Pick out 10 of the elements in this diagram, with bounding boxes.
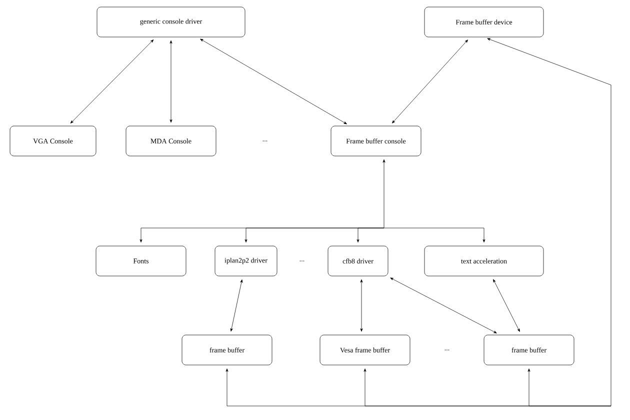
arrow bbox=[70, 40, 154, 124]
arrow bbox=[493, 279, 520, 332]
arrow bbox=[140, 159, 486, 242]
arrow bbox=[200, 38, 347, 124]
arrow bbox=[226, 38, 612, 406]
arrow bbox=[390, 278, 497, 334]
arrow bbox=[170, 40, 172, 123]
arrow bbox=[230, 279, 243, 332]
arrow bbox=[360, 279, 363, 332]
arrow bbox=[392, 40, 468, 124]
